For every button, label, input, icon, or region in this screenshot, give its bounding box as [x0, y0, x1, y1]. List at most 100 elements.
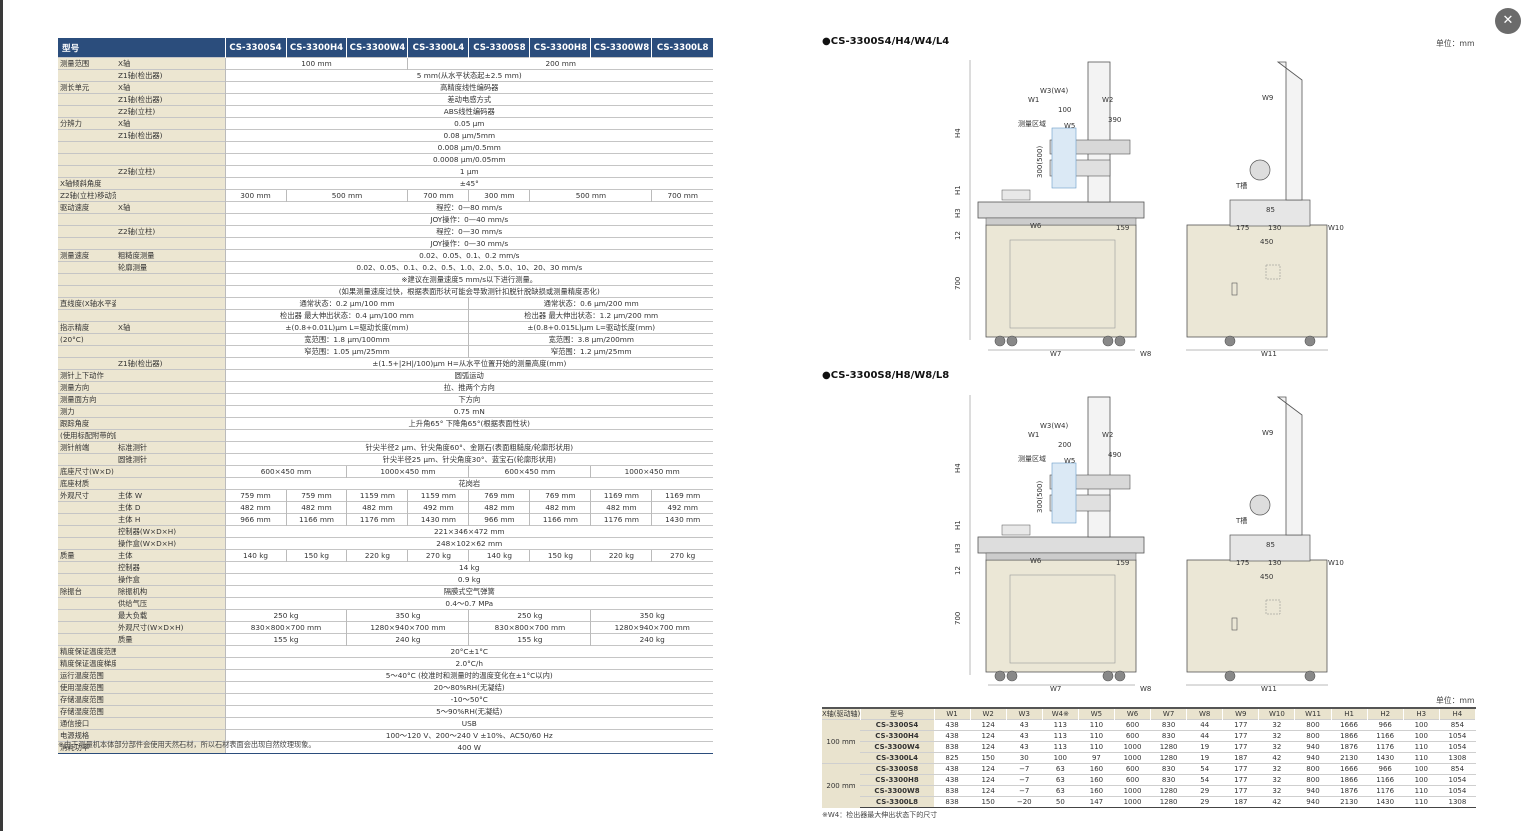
- dim-header-cell: H1: [1331, 708, 1368, 720]
- dim-value: 187: [1222, 752, 1259, 764]
- spec-value: 482 mm: [346, 501, 408, 514]
- dim-value: 438: [934, 774, 971, 786]
- spec-sub-label: 粗糙度测量: [116, 249, 226, 262]
- dim-value: 44: [1186, 730, 1223, 742]
- dim-value: 830: [1150, 730, 1187, 742]
- stand-door: [1009, 574, 1116, 664]
- spec-sub-label: [116, 381, 226, 394]
- spec-group-label: 跟踪角度: [58, 417, 116, 430]
- dim-value: 100: [1403, 763, 1440, 775]
- dim-header-cell: W9: [1222, 708, 1260, 720]
- dim-value: 110: [1078, 741, 1115, 753]
- spec-value: 下方向: [224, 393, 713, 406]
- header-cs-3300l8: CS-3300L8: [651, 38, 713, 58]
- spec-value: 0.75 mN: [224, 405, 713, 418]
- dim-footnote: ※W4：检出器最大伸出状态下的尺寸: [822, 811, 938, 819]
- label-450: 450: [1260, 573, 1273, 581]
- label-700: 700: [954, 277, 962, 290]
- spec-sub-label: Z1轴(检出器): [116, 69, 226, 82]
- spec-value: 上升角65° 下降角65°(根据表面性状): [224, 417, 713, 430]
- label-w5: W5: [1064, 457, 1075, 465]
- spec-row: Z1轴(检出器)5 mm(从水平状态起±2.5 mm): [58, 69, 713, 82]
- dim-value: 838: [934, 785, 971, 797]
- side-panel: [1265, 599, 1281, 615]
- header-model: 型号: [58, 38, 226, 58]
- spec-group-label: 测力: [58, 405, 116, 418]
- spec-value: 2.0°C/h: [224, 657, 713, 670]
- spec-sub-label: [116, 657, 226, 670]
- dim-model: CS-3300W8: [860, 785, 934, 797]
- spec-value: 155 kg: [468, 633, 591, 646]
- spec-value: 1159 mm: [346, 489, 408, 502]
- spec-group-label: 质量: [58, 549, 116, 562]
- dim-value: 438: [934, 730, 971, 742]
- spec-value: 5～90%RH(无凝结): [224, 705, 713, 718]
- dim-unit-label: 单位：mm: [1436, 696, 1475, 705]
- spec-group-label: 运行温度范围: [58, 669, 116, 682]
- spec-group-label: 直线度(X轴水平姿势时): [58, 297, 116, 310]
- spec-sub-label: 外观尺寸(W×D×H): [116, 621, 226, 634]
- dim-value: 830: [1150, 774, 1187, 786]
- dim-value: 177: [1222, 763, 1259, 775]
- dim-value: 100: [1403, 719, 1440, 731]
- spec-value: 966 mm: [468, 513, 530, 526]
- label-w10: W10: [1328, 224, 1344, 232]
- granite-base: [977, 201, 1145, 219]
- spec-value: 250 kg: [224, 609, 347, 622]
- dim-value: 1054: [1439, 741, 1476, 753]
- header-cs-3300s4: CS-3300S4: [224, 38, 286, 58]
- dim-value: 2130: [1331, 796, 1368, 808]
- spec-value: [224, 429, 713, 442]
- base-plate: [985, 552, 1137, 561]
- side-column: [1276, 61, 1303, 201]
- dim-model: CS-3300S8: [860, 763, 934, 775]
- close-icon[interactable]: ✕: [1495, 8, 1521, 34]
- dim-value: 825: [934, 752, 971, 764]
- spec-sub-label: Z2轴(立柱): [116, 165, 226, 178]
- spec-group-label: 通信接口: [58, 717, 116, 730]
- spec-value: 程控：0—80 mm/s: [224, 201, 713, 214]
- spec-value: 窄范围：1.2 µm/25mm: [468, 345, 713, 358]
- label-700: 700: [954, 612, 962, 625]
- spec-value: 0.05 µm: [224, 117, 713, 130]
- spec-group-label: [58, 357, 116, 370]
- dim-value: 32: [1258, 763, 1295, 775]
- spec-value: 240 kg: [346, 633, 469, 646]
- dim-value: 854: [1439, 763, 1476, 775]
- spec-value: 1176 mm: [346, 513, 408, 526]
- spec-sub-label: [116, 273, 226, 286]
- dim-value: 160: [1078, 774, 1115, 786]
- spec-sub-label: 最大负载: [116, 609, 226, 622]
- spec-value: 140 kg: [468, 549, 530, 562]
- dim-value: 124: [970, 763, 1007, 775]
- spec-group-label: 精度保证温度范围: [58, 645, 116, 658]
- dim-value: 940: [1294, 785, 1332, 797]
- dim-value: 1876: [1331, 785, 1368, 797]
- spec-value: 700 mm: [651, 189, 713, 202]
- spec-sub-label: Z2轴(立柱): [116, 225, 226, 238]
- header-cs-3300w4: CS-3300W4: [346, 38, 408, 58]
- label-w9: W9: [1262, 94, 1273, 102]
- spec-group-label: [58, 537, 116, 550]
- dim-value: 1054: [1439, 730, 1476, 742]
- label-w3: W3(W4): [1040, 422, 1068, 430]
- side-panel: [1265, 264, 1281, 280]
- dim-value: 32: [1258, 774, 1295, 786]
- dim-value: 838: [934, 741, 971, 753]
- dim-value: 1666: [1331, 719, 1368, 731]
- spec-sub-label: [116, 237, 226, 250]
- label-range: 300(500): [1036, 481, 1044, 513]
- label-130: 130: [1268, 224, 1281, 232]
- spec-value: 1430 mm: [651, 513, 713, 526]
